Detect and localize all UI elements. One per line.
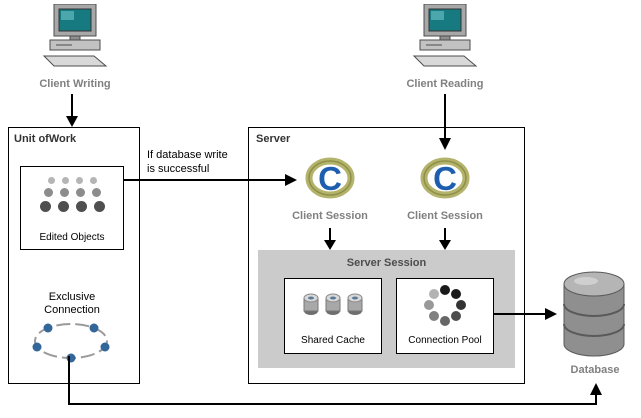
client-session-left-icon: C bbox=[305, 157, 355, 199]
shared-cache-box: Shared Cache bbox=[284, 278, 382, 354]
client-session-right-icon: C bbox=[420, 157, 470, 199]
edited-objects-label: Edited Objects bbox=[39, 232, 105, 243]
connection-pool-label: Connection Pool bbox=[408, 335, 482, 346]
server-title: Server bbox=[256, 133, 291, 145]
shared-cache-icon bbox=[303, 293, 363, 315]
arrow-note: If database write is successful bbox=[147, 149, 228, 175]
svg-text:C: C bbox=[433, 160, 457, 197]
arrow-client-writing-to-unit-of-work bbox=[66, 94, 78, 127]
client-session-left-label: Client Session bbox=[292, 210, 368, 222]
client-writing-computer-icon bbox=[42, 4, 108, 67]
client-session-right-label: Client Session bbox=[407, 210, 483, 222]
client-reading-label: Client Reading bbox=[406, 78, 484, 90]
svg-text:C: C bbox=[318, 160, 342, 197]
exclusive-connection-label: Exclusive Connection bbox=[44, 291, 100, 316]
exclusive-connection-icon bbox=[32, 323, 110, 363]
edited-objects-box: Edited Objects bbox=[20, 166, 124, 250]
connection-pool-icon bbox=[424, 285, 466, 326]
unit-of-work-title: Unit ofWork bbox=[14, 133, 77, 145]
connection-pool-box: Connection Pool bbox=[396, 278, 494, 354]
shared-cache-label: Shared Cache bbox=[301, 335, 365, 346]
client-writing-label: Client Writing bbox=[39, 78, 111, 90]
database-label: Database bbox=[570, 364, 620, 376]
edited-objects-icon bbox=[21, 177, 123, 212]
client-reading-computer-icon bbox=[412, 4, 478, 67]
database-icon bbox=[563, 271, 625, 357]
server-session-title: Server Session bbox=[346, 257, 427, 269]
